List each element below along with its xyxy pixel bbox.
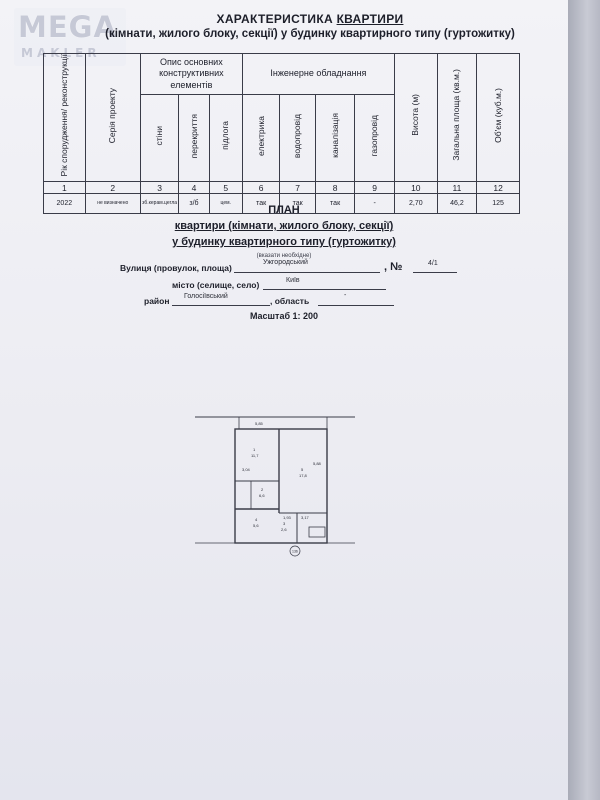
dim-label: 5,85: [255, 421, 264, 426]
characteristics-table: Рік спорудження/ реконструкції Серія про…: [43, 52, 520, 215]
room-number: 2: [261, 487, 264, 492]
page-edge: [568, 0, 600, 800]
room-number: 5: [301, 467, 304, 472]
header-series: Серія проекту: [84, 52, 141, 183]
header-gas: газопровід: [354, 94, 395, 183]
room-area: 11,7: [251, 453, 259, 458]
plan-title: ПЛАН: [268, 204, 300, 216]
number-value: 4/1: [428, 260, 438, 267]
dim-label: 3,17: [301, 515, 310, 520]
col-num: 5: [208, 181, 243, 195]
room-number: 4: [255, 517, 258, 522]
plan-outer-wall: [234, 428, 328, 544]
header-year: Рік спорудження/ реконструкції: [43, 52, 86, 183]
title-underlined: КВАРТИРИ: [336, 12, 404, 26]
col-num: 12: [476, 181, 520, 195]
value-series: не визначено: [84, 193, 141, 215]
district-underline: [172, 305, 270, 306]
col-num: 4: [178, 181, 210, 195]
apartment-marker: [289, 545, 301, 557]
region-value: -: [344, 292, 347, 299]
room-number: 1: [253, 447, 256, 452]
city-label: місто (селище, село): [172, 280, 260, 290]
col-num: 11: [436, 181, 478, 195]
watermark-main: MEGA: [18, 10, 117, 44]
col-num: 7: [279, 181, 316, 195]
watermark-logo: MEGA MAKLER: [14, 8, 126, 66]
col-num: 10: [393, 181, 438, 195]
column-number-row: 1 2 3 4 5 6 7 8 9 10 11 12: [43, 181, 520, 195]
header-construct-group: Опис основних конструктивних елементів: [139, 52, 243, 96]
room-area: 17,8: [299, 473, 308, 478]
dim-label: 1,93: [283, 515, 292, 520]
district-value: Голосіївський: [184, 293, 228, 300]
room-number: 3: [283, 521, 286, 526]
header-water: водопровід: [279, 94, 316, 183]
room-area: 5,6: [253, 523, 259, 528]
street-underline: [234, 272, 380, 273]
col-num: 9: [354, 181, 395, 195]
street-value: Ужгородський: [263, 259, 308, 266]
header-height: Висота (м): [393, 52, 438, 183]
header-flooring: підлога: [208, 94, 243, 183]
header-area: Загальна площа (кв.м.): [436, 52, 478, 183]
col-num: 2: [84, 181, 141, 195]
header-sewer: каналізація: [314, 94, 356, 183]
value-volume: 125: [476, 193, 520, 215]
street-label: Вулиця (провулок, площа): [120, 263, 232, 273]
col-num: 3: [139, 181, 180, 195]
scale-label: Масштаб 1: 200: [249, 311, 319, 321]
region-label: , область: [270, 296, 310, 306]
city-value: Київ: [286, 277, 300, 284]
number-label: , №: [384, 261, 403, 273]
document-title: ХАРАКТЕРИСТИКА КВАРТИРИ: [60, 12, 560, 26]
col-num: 6: [241, 181, 281, 195]
dim-label: 5,88: [313, 461, 322, 466]
room-area: 6,6: [259, 493, 265, 498]
floor-plan: 5,85 3,04 5,88 3,17 1,93 1 11,7 2 6,6 3 …: [195, 416, 355, 557]
apartment-number: 136: [292, 550, 298, 554]
district-label: район: [144, 296, 170, 306]
plan-subtitle-2: у будинку квартирного типу (гуртожитку): [172, 236, 396, 248]
header-engineering-group: Інженерне обладнання: [241, 52, 395, 96]
header-walls: стіни: [139, 94, 180, 183]
city-underline: [263, 289, 386, 290]
number-underline: [413, 272, 457, 273]
plan-subtitle-1: квартири (кімнати, жилого блоку, секції): [174, 220, 394, 232]
col-num: 8: [314, 181, 356, 195]
header-electric: електрика: [241, 94, 281, 183]
title-prefix: ХАРАКТЕРИСТИКА: [216, 12, 333, 26]
col-num: 1: [43, 181, 86, 195]
document-subtitle: (кімнати, жилого блоку, секції) у будинк…: [105, 28, 515, 40]
header-floors: перекриття: [178, 94, 210, 183]
header-volume: Об'єм (куб.м.): [476, 52, 520, 183]
value-height: 2,70: [393, 193, 438, 215]
room-area: 2,6: [281, 527, 287, 532]
need-note: (вказати необхідне): [256, 253, 312, 259]
value-electric: так: [241, 193, 281, 215]
values-row: 2022 не визначено зб.керам.цегла з/б цем…: [43, 193, 520, 215]
value-water: так: [279, 193, 316, 215]
dim-label: 3,04: [242, 467, 251, 472]
region-underline: [318, 305, 394, 306]
